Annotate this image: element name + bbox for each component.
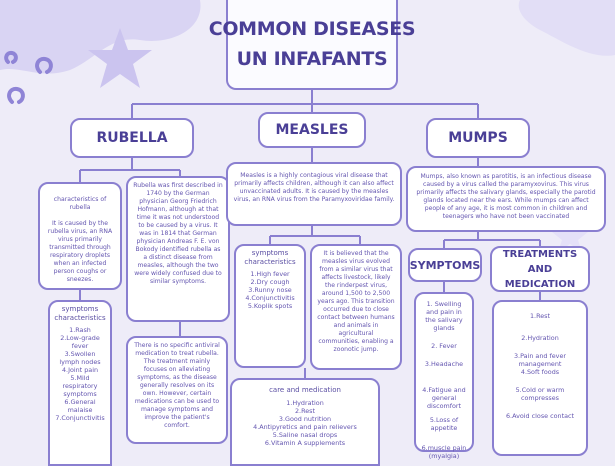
title-line-2: UN INFAFANTS bbox=[236, 48, 388, 70]
mumps-treatment-heading-line1: TREATMENTS bbox=[502, 248, 578, 260]
measles-care-title: care and medication bbox=[269, 386, 341, 394]
list-item: 5.Loss of appetite bbox=[429, 416, 459, 432]
star-shape bbox=[552, 220, 588, 252]
list-item: 4.Antipyretics and pain relievers bbox=[253, 422, 357, 431]
list-item: 6.muscle pain (myalgia) bbox=[421, 444, 467, 460]
list-item: 2. Fever bbox=[431, 342, 457, 350]
list-item: 6.General malaise bbox=[64, 398, 96, 414]
measles-symptoms-title: symptoms characteristics bbox=[244, 249, 296, 266]
measles-origin-text: It is believed that the measles virus ev… bbox=[317, 250, 395, 353]
diagram-title: COMMON DISEASES UN INFAFANTS bbox=[209, 0, 416, 90]
list-item: 4.Soft foods bbox=[520, 368, 560, 376]
list-item: 1.Rest bbox=[529, 312, 551, 320]
blob-shape bbox=[518, 0, 615, 56]
mumps-treatments-box: 1.Rest 2.Hydration 3.Pain and fever mana… bbox=[492, 300, 588, 456]
swirl-icon bbox=[4, 50, 53, 104]
mumps-symptoms-heading: SYMPTOMS bbox=[408, 248, 482, 282]
list-item: 6.Avoid close contact bbox=[505, 412, 575, 420]
list-item: 1.High fever bbox=[250, 270, 290, 278]
rubella-heading: RUBELLA bbox=[70, 118, 194, 158]
list-item: 5.Mild respiratory symptoms bbox=[62, 374, 98, 398]
list-item: 3.Runny nose bbox=[248, 286, 292, 294]
mumps-description-text: Mumps, also known as parotitis, is an in… bbox=[416, 173, 596, 220]
list-item: 1.Hydration bbox=[286, 398, 324, 407]
list-item: 1. Swelling and pain in the salivary gla… bbox=[425, 300, 463, 332]
rubella-characteristics-text: characteristics of rubella It is caused … bbox=[47, 196, 113, 283]
star-shape bbox=[88, 28, 152, 88]
rubella-history-text: Rubella was first described in 1740 by t… bbox=[133, 182, 223, 285]
mumps-symptoms-box: 1. Swelling and pain in the salivary gla… bbox=[414, 292, 474, 460]
rubella-treatment-box: There is no specific antiviral medicatio… bbox=[126, 336, 228, 444]
measles-symptoms-box: symptoms characteristics 1.High fever 2.… bbox=[234, 244, 306, 368]
rubella-treatment-text: There is no specific antiviral medicatio… bbox=[134, 342, 220, 429]
mumps-description-box: Mumps, also known as parotitis, is an in… bbox=[406, 166, 606, 232]
mumps-heading-text: MUMPS bbox=[448, 130, 508, 146]
list-item: 6.Vitamin A supplements bbox=[264, 438, 346, 447]
list-item: 4.Conjunctivitis bbox=[245, 294, 295, 302]
list-item: 3.Swollen lymph nodes bbox=[59, 350, 101, 366]
rubella-symptoms-title: symptoms characteristics bbox=[54, 305, 106, 322]
title-line-1: COMMON DISEASES bbox=[208, 18, 416, 40]
list-item: 4.Joint pain bbox=[61, 366, 99, 374]
list-item: 5.Cold or warm compresses bbox=[515, 386, 565, 402]
rubella-characteristics-box: characteristics of rubella It is caused … bbox=[38, 182, 122, 290]
measles-heading: MEASLES bbox=[258, 112, 366, 148]
mumps-treatment-heading: TREATMENTS AND MEDICATION bbox=[490, 246, 590, 292]
measles-heading-text: MEASLES bbox=[275, 122, 349, 138]
list-item: 2.Dry cough bbox=[250, 278, 290, 286]
list-item: 2.Low-grade fever bbox=[60, 334, 100, 350]
list-item: 2.Hydration bbox=[521, 334, 559, 342]
list-item: 4.Fatigue and general discomfort bbox=[422, 386, 466, 410]
measles-description-box: Measles is a highly contagious viral dis… bbox=[226, 162, 402, 226]
list-item: 5.Koplik spots bbox=[247, 302, 293, 310]
list-item: 3.Good nutrition bbox=[278, 414, 332, 423]
list-item: 2.Rest bbox=[294, 406, 316, 415]
mumps-treatment-heading-line2: AND MEDICATION bbox=[504, 263, 576, 290]
rubella-heading-text: RUBELLA bbox=[96, 130, 168, 146]
list-item: 7.Conjunctivitis bbox=[55, 414, 105, 422]
measles-description-text: Measles is a highly contagious viral dis… bbox=[233, 172, 395, 203]
measles-origin-box: It is believed that the measles virus ev… bbox=[310, 244, 402, 370]
blob-shape bbox=[0, 0, 201, 74]
rubella-symptoms-box: symptoms characteristics 1.Rash 2.Low-gr… bbox=[48, 300, 112, 466]
list-item: 5.Saline nasal drops bbox=[272, 430, 338, 439]
mumps-heading: MUMPS bbox=[426, 118, 530, 158]
mumps-symptoms-heading-text: SYMPTOMS bbox=[409, 258, 481, 272]
list-item: 3.Headache bbox=[424, 360, 464, 368]
list-item: 1.Rash bbox=[69, 326, 91, 334]
measles-care-box: care and medication 1.Hydration 2.Rest 3… bbox=[230, 378, 380, 466]
rubella-history-box: Rubella was first described in 1740 by t… bbox=[126, 176, 230, 322]
list-item: 3.Pain and fever management bbox=[513, 352, 566, 368]
